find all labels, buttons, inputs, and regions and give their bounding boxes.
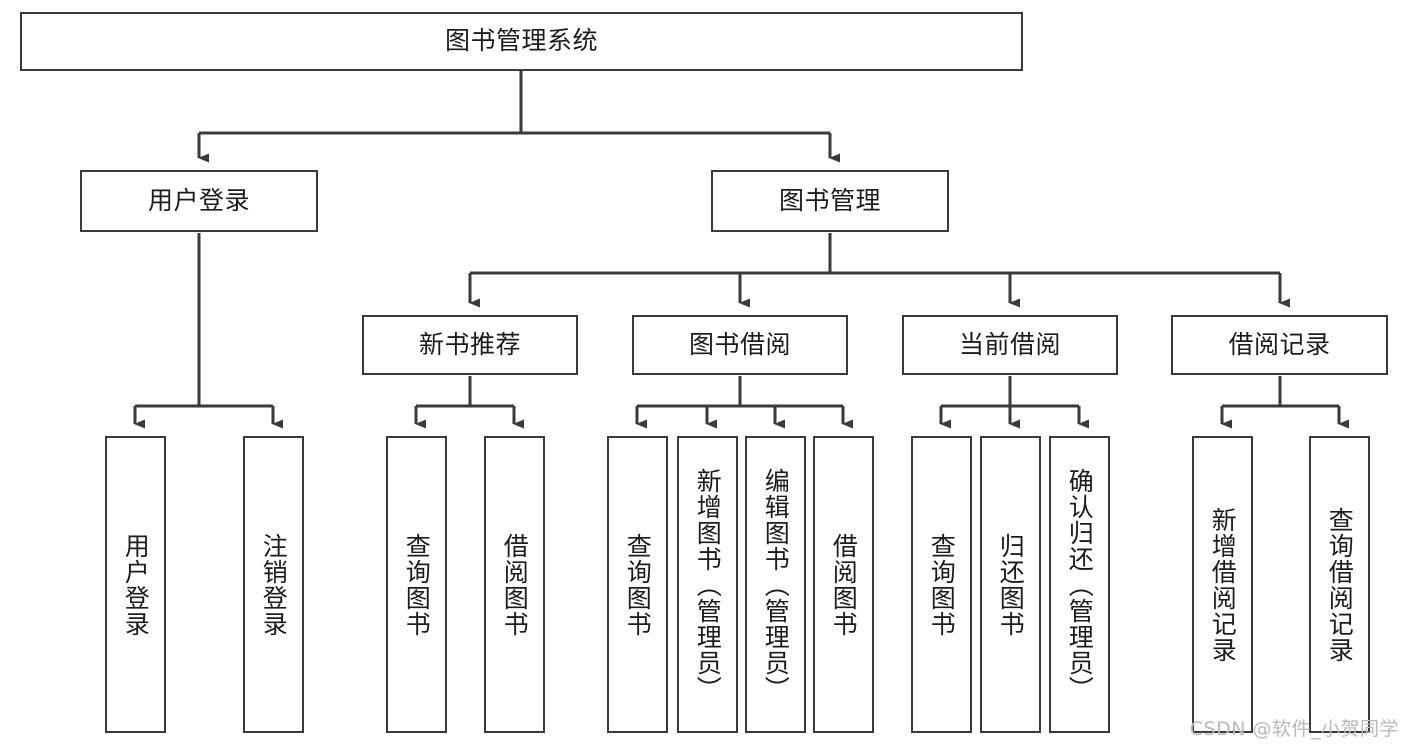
node-label: 新增借阅记录 (1208, 506, 1238, 663)
node-label: 查询图书 (927, 532, 957, 637)
leaf-record-query[interactable]: 查询借阅记录 (1309, 436, 1370, 733)
node-current-borrowing[interactable]: 当前借阅 (902, 315, 1118, 375)
leaf-book-borrow-edit[interactable]: 编辑图书（管理员） (745, 436, 806, 733)
leaf-book-borrow-query[interactable]: 查询图书 (607, 436, 668, 733)
node-label: 借阅图书 (500, 532, 530, 637)
node-new-book-recommendation[interactable]: 新书推荐 (362, 315, 578, 375)
node-book-borrowing[interactable]: 图书借阅 (632, 315, 848, 375)
leaf-book-borrow-add[interactable]: 新增图书（管理员） (677, 436, 738, 733)
leaf-user-login-logout[interactable]: 注销登录 (243, 436, 304, 733)
node-label: 新书推荐 (418, 329, 521, 359)
leaf-record-add[interactable]: 新增借阅记录 (1192, 436, 1253, 733)
node-book-management[interactable]: 图书管理 (711, 170, 949, 232)
csdn-watermark: CSDN @软件_小贺同学 (1189, 718, 1399, 740)
node-label: 用户登录 (147, 185, 250, 215)
leaf-current-borrow-confirm-return[interactable]: 确认归还（管理员） (1049, 436, 1110, 733)
node-label: 编辑图书（管理员） (761, 467, 791, 702)
node-label: 归还图书 (996, 532, 1026, 637)
node-label: 当前借阅 (958, 329, 1061, 359)
node-label: 用户登录 (121, 532, 151, 637)
leaf-current-borrow-return[interactable]: 归还图书 (980, 436, 1041, 733)
leaf-new-book-borrow[interactable]: 借阅图书 (484, 436, 545, 733)
node-root-book-management-system[interactable]: 图书管理系统 (20, 12, 1023, 71)
leaf-book-borrow-borrow[interactable]: 借阅图书 (813, 436, 874, 733)
node-label: 查询图书 (402, 532, 432, 637)
node-label: 注销登录 (259, 532, 289, 637)
leaf-current-borrow-query[interactable]: 查询图书 (911, 436, 972, 733)
node-label: 图书借阅 (688, 329, 791, 359)
node-label: 图书管理系统 (444, 26, 598, 56)
node-label: 查询借阅记录 (1325, 506, 1355, 663)
node-label: 查询图书 (623, 532, 653, 637)
node-borrow-records[interactable]: 借阅记录 (1171, 315, 1388, 375)
node-label: 借阅记录 (1228, 329, 1331, 359)
node-label: 新增图书（管理员） (693, 467, 723, 702)
node-user-login[interactable]: 用户登录 (80, 170, 318, 232)
leaf-user-login-login[interactable]: 用户登录 (105, 436, 166, 733)
leaf-new-book-query[interactable]: 查询图书 (386, 436, 447, 733)
node-label: 借阅图书 (829, 532, 859, 637)
node-label: 图书管理 (778, 185, 881, 215)
node-label: 确认归还（管理员） (1065, 467, 1095, 702)
